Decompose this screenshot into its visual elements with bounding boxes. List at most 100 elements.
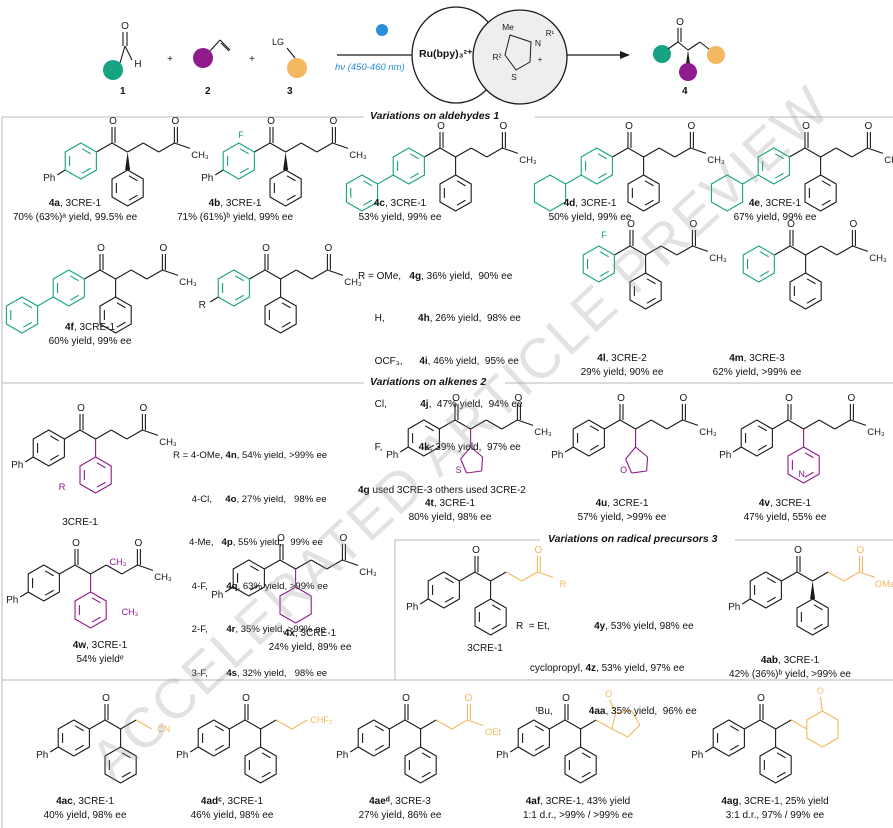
atom-label: O — [340, 533, 348, 544]
bond — [766, 577, 776, 584]
atom-label: CH₃ — [534, 427, 552, 438]
atom-label: CH₃ — [869, 253, 887, 264]
atom-label: O — [140, 403, 148, 414]
bond — [285, 142, 302, 153]
bond — [835, 147, 853, 158]
bond — [249, 269, 266, 280]
bond — [74, 564, 91, 575]
bond — [409, 172, 419, 179]
bond — [49, 435, 59, 442]
atom-label: CH₃ — [159, 437, 177, 448]
bond — [81, 148, 91, 155]
bond — [759, 270, 769, 277]
aryl-ring — [57, 719, 90, 757]
atom-label: CH₃ — [709, 253, 727, 264]
atom-label: O — [472, 545, 480, 556]
atom-label: Ph — [551, 450, 563, 461]
bond — [137, 564, 154, 571]
atom-label: O — [437, 121, 445, 132]
bond — [502, 147, 519, 154]
bond — [332, 142, 349, 149]
atom-label: CH₃ — [519, 155, 537, 166]
bond — [690, 147, 707, 154]
bond — [549, 719, 566, 730]
bond — [645, 245, 662, 256]
atom-label: CH₃ — [867, 427, 885, 438]
phenyl-ring — [244, 746, 277, 784]
bond — [286, 47, 296, 59]
aryl-ring — [572, 419, 605, 457]
aryl-ring — [427, 571, 460, 609]
atom-label: CH₃ — [344, 277, 362, 288]
bond — [565, 174, 582, 185]
bond — [116, 321, 126, 328]
phenyl-ring — [439, 174, 472, 212]
bond — [629, 245, 646, 256]
stereo-wedge — [810, 581, 816, 599]
bond — [804, 452, 814, 459]
atom-label: Ph — [211, 590, 223, 601]
bond — [439, 147, 456, 158]
bond — [110, 429, 128, 440]
aryl-ring — [52, 269, 85, 307]
bond — [781, 571, 798, 582]
section-title-radical: Variations on radical precursors 3 — [542, 533, 724, 545]
bond — [119, 45, 126, 64]
bond — [295, 559, 312, 570]
aryl-series-row: R = OMe, 4g, 36% yield, 90% ee — [358, 270, 513, 282]
bond — [774, 245, 791, 256]
bond — [286, 194, 296, 201]
bond — [79, 429, 96, 440]
bond — [291, 719, 308, 730]
bond — [491, 623, 501, 630]
caption-radical-series-enzyme: 3CRE-1 — [467, 643, 503, 654]
bond — [631, 470, 647, 474]
bond — [774, 153, 784, 160]
bond — [481, 456, 484, 472]
phenyl-ring — [787, 446, 820, 484]
stereo-wedge — [283, 152, 289, 170]
bond — [275, 719, 293, 730]
bond — [790, 719, 808, 730]
bond — [486, 147, 503, 158]
radical-series-row: cyclopropyl, 4z, 53% yield, 97% ee — [516, 663, 685, 675]
atom-label: N — [535, 38, 541, 48]
aryl-ring — [712, 719, 745, 757]
atom-label: O — [676, 17, 684, 28]
bond — [646, 297, 656, 304]
bond — [81, 167, 91, 174]
phenyl-ring — [99, 296, 132, 334]
bond — [363, 199, 373, 206]
bond — [311, 269, 328, 280]
bond — [327, 269, 344, 276]
atom-label: O — [848, 393, 856, 404]
alkene-series-row: 4-Me, 4p, 55% yield, 99% ee — [173, 537, 323, 548]
bond — [491, 604, 501, 611]
bond — [49, 454, 59, 461]
aryl-ring — [749, 571, 782, 609]
bond — [692, 245, 709, 252]
bond — [424, 425, 434, 432]
atom-label: O — [690, 219, 698, 230]
aryl-ring — [742, 245, 775, 283]
bond — [470, 446, 483, 458]
bond — [244, 719, 261, 730]
bond — [444, 577, 454, 584]
bond — [867, 147, 884, 154]
bond — [474, 571, 491, 582]
atom-label: O — [515, 393, 523, 404]
bond — [757, 444, 767, 451]
bond — [130, 269, 148, 280]
bond — [280, 269, 297, 280]
bond — [564, 446, 574, 453]
bond — [806, 297, 816, 304]
atom-label: CHF₂ — [310, 715, 332, 725]
atom-label: Ph — [719, 450, 731, 461]
bond — [595, 719, 613, 730]
bond — [281, 321, 291, 328]
